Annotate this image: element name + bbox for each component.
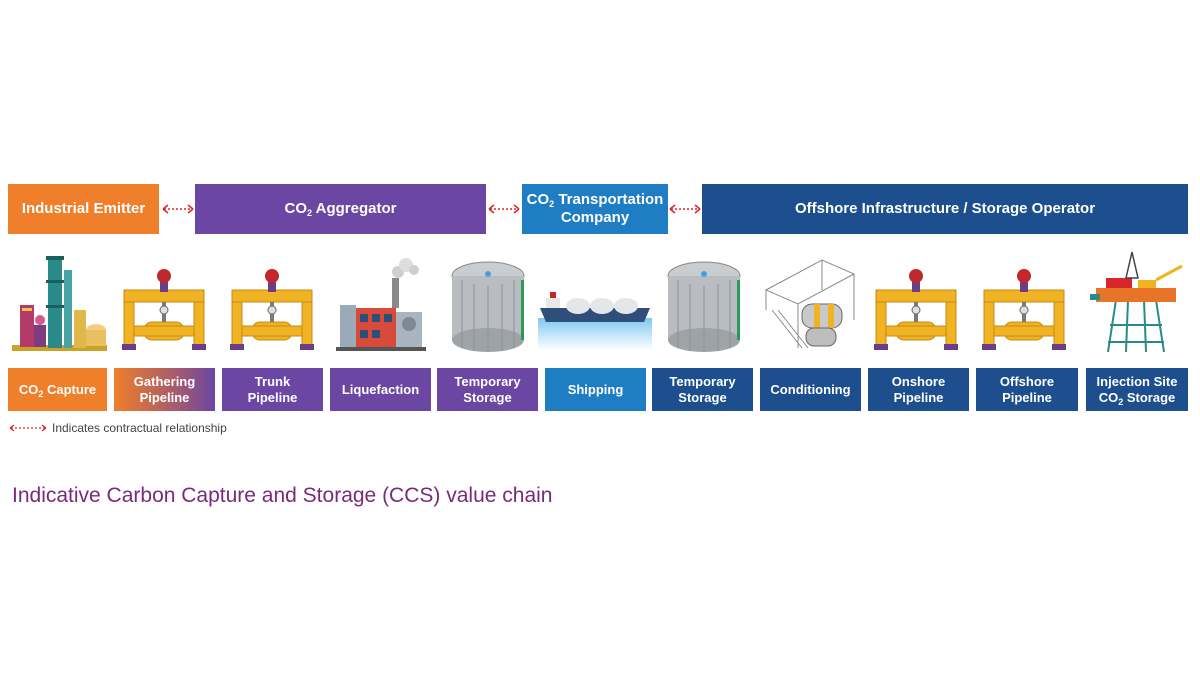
step-conditioning: Conditioning	[760, 368, 861, 411]
role-label: Offshore Infrastructure / Storage Operat…	[794, 200, 1096, 217]
role-co2-transportation-company: CO2 Transportation Company	[522, 184, 668, 234]
role-industrial-emitter: Industrial Emitter	[8, 184, 159, 234]
step-shipping: Shipping	[545, 368, 646, 411]
figure-caption: Indicative Carbon Capture and Storage (C…	[12, 484, 553, 507]
role-label: Industrial Emitter	[21, 200, 146, 217]
storage-tank-icon	[451, 261, 525, 352]
step-co2-capture: CO2 Capture	[8, 368, 107, 411]
legend: Indicates contractual relationship	[8, 421, 227, 435]
role-label: CO2 Aggregator	[284, 200, 397, 218]
lng-ship-icon	[538, 292, 652, 350]
contract-arrow-icon	[669, 204, 701, 214]
role-co2-aggregator: CO2 Aggregator	[195, 184, 486, 234]
pipeline-valve-icon	[874, 269, 958, 350]
legend-label: Indicates contractual relationship	[52, 421, 227, 435]
contract-arrow-icon	[488, 204, 520, 214]
step-label: Liquefaction	[341, 381, 420, 397]
storage-tank-icon	[667, 261, 741, 352]
step-liquefaction: Liquefaction	[330, 368, 431, 411]
pipeline-valve-icon	[230, 269, 314, 350]
role-label: CO2 Transportation Company	[526, 191, 664, 226]
conditioning-unit-icon	[764, 259, 856, 349]
refinery-icon	[12, 256, 107, 351]
factory-icon	[336, 258, 426, 351]
pipeline-valve-icon	[122, 269, 206, 350]
contract-arrow-icon	[162, 204, 194, 214]
step-label: CO2 Capture	[18, 381, 97, 399]
step-label: Shipping	[567, 381, 624, 397]
pipeline-valve-icon	[982, 269, 1066, 350]
role-offshore-infrastructure-storage-operator: Offshore Infrastructure / Storage Operat…	[702, 184, 1188, 234]
offshore-platform-icon	[1090, 251, 1183, 353]
step-label: Conditioning	[770, 381, 851, 397]
contract-arrow-icon	[9, 424, 47, 432]
